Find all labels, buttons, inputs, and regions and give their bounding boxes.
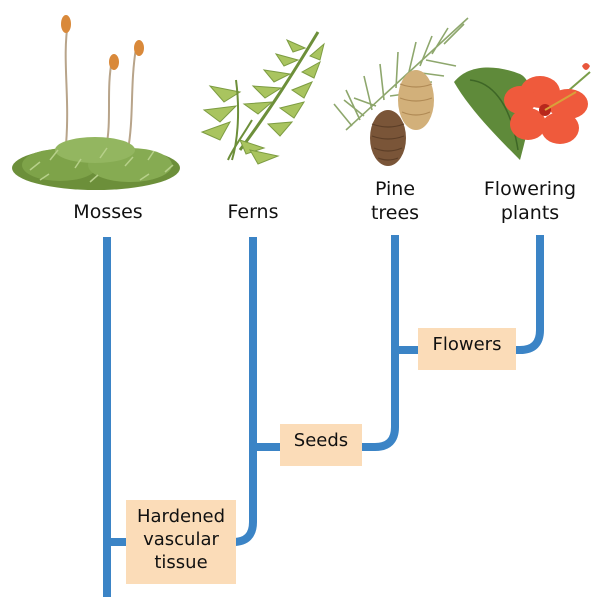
moss-illustration	[12, 15, 180, 190]
taxon-label-flowering-plants: Flowering plants	[468, 177, 592, 225]
taxon-label-ferns: Ferns	[203, 200, 303, 224]
trait-box-hardened-vascular-tissue: Hardened vascular tissue	[126, 500, 236, 584]
branch-pine-trees	[253, 235, 395, 447]
taxon-label-pine-trees: Pine trees	[345, 177, 445, 225]
trait-box-flowers: Flowers	[418, 328, 516, 370]
taxon-label-mosses: Mosses	[58, 200, 158, 224]
branch-ferns	[107, 237, 253, 542]
pine-branch-illustration	[334, 18, 468, 166]
trait-box-seeds: Seeds	[280, 424, 362, 466]
hibiscus-flower-illustration	[454, 63, 590, 160]
fern-illustration	[202, 32, 324, 164]
